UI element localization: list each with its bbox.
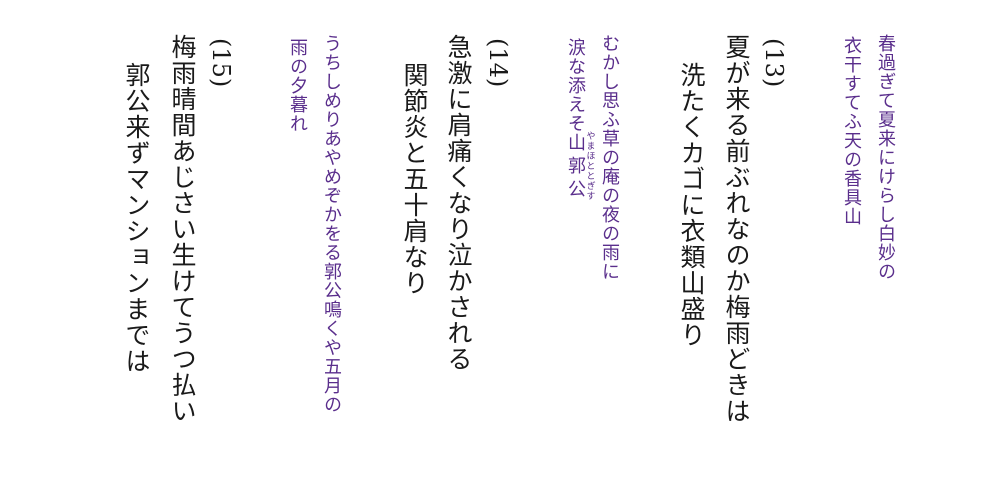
poem-13-line-1: 夏が来る前ぶれなのか梅雨どきは [722, 34, 751, 424]
yamahototogisu-ruby: 山郭公やまほととぎす [565, 130, 595, 201]
reference-poem-14-line-1: うちしめりあやめぞかをる郭公鳴くや五月の [321, 34, 342, 414]
reference-poem-13-text: 涙な添えそ [565, 38, 586, 133]
poem-15-line-2: 郭公来ずマンションまでは [122, 62, 151, 374]
poem-14-line-1: 急激に肩痛くなり泣かされる [444, 34, 473, 372]
ruby-base-text: 山郭公 [565, 130, 586, 201]
poem-number-15: (15) [207, 38, 235, 88]
poem-13-line-2: 洗たくカゴに衣類山盛り [677, 62, 706, 348]
poem-15-line-1: 梅雨晴間あじさい生けてうつ払い [168, 34, 197, 424]
ruby-reading: やまほととぎす [584, 130, 595, 201]
poem-14-line-2: 関節炎と五十肩なり [400, 62, 429, 296]
reference-poem-line-2: 衣干すてふ天の香具山 [841, 36, 862, 226]
reference-poem-13-line-1: むかし思ふ草の庵の夜の雨に [599, 34, 620, 281]
reference-poem-13-line-2: 涙な添えそ山郭公やまほととぎす [562, 38, 595, 201]
poem-number-14: (14) [484, 38, 512, 88]
poem-number-13: (13) [760, 38, 788, 88]
reference-poem-14-line-2: 雨の夕暮れ [287, 38, 308, 133]
reference-poem-line-1: 春過ぎて夏来にけらし白妙の [875, 34, 896, 281]
